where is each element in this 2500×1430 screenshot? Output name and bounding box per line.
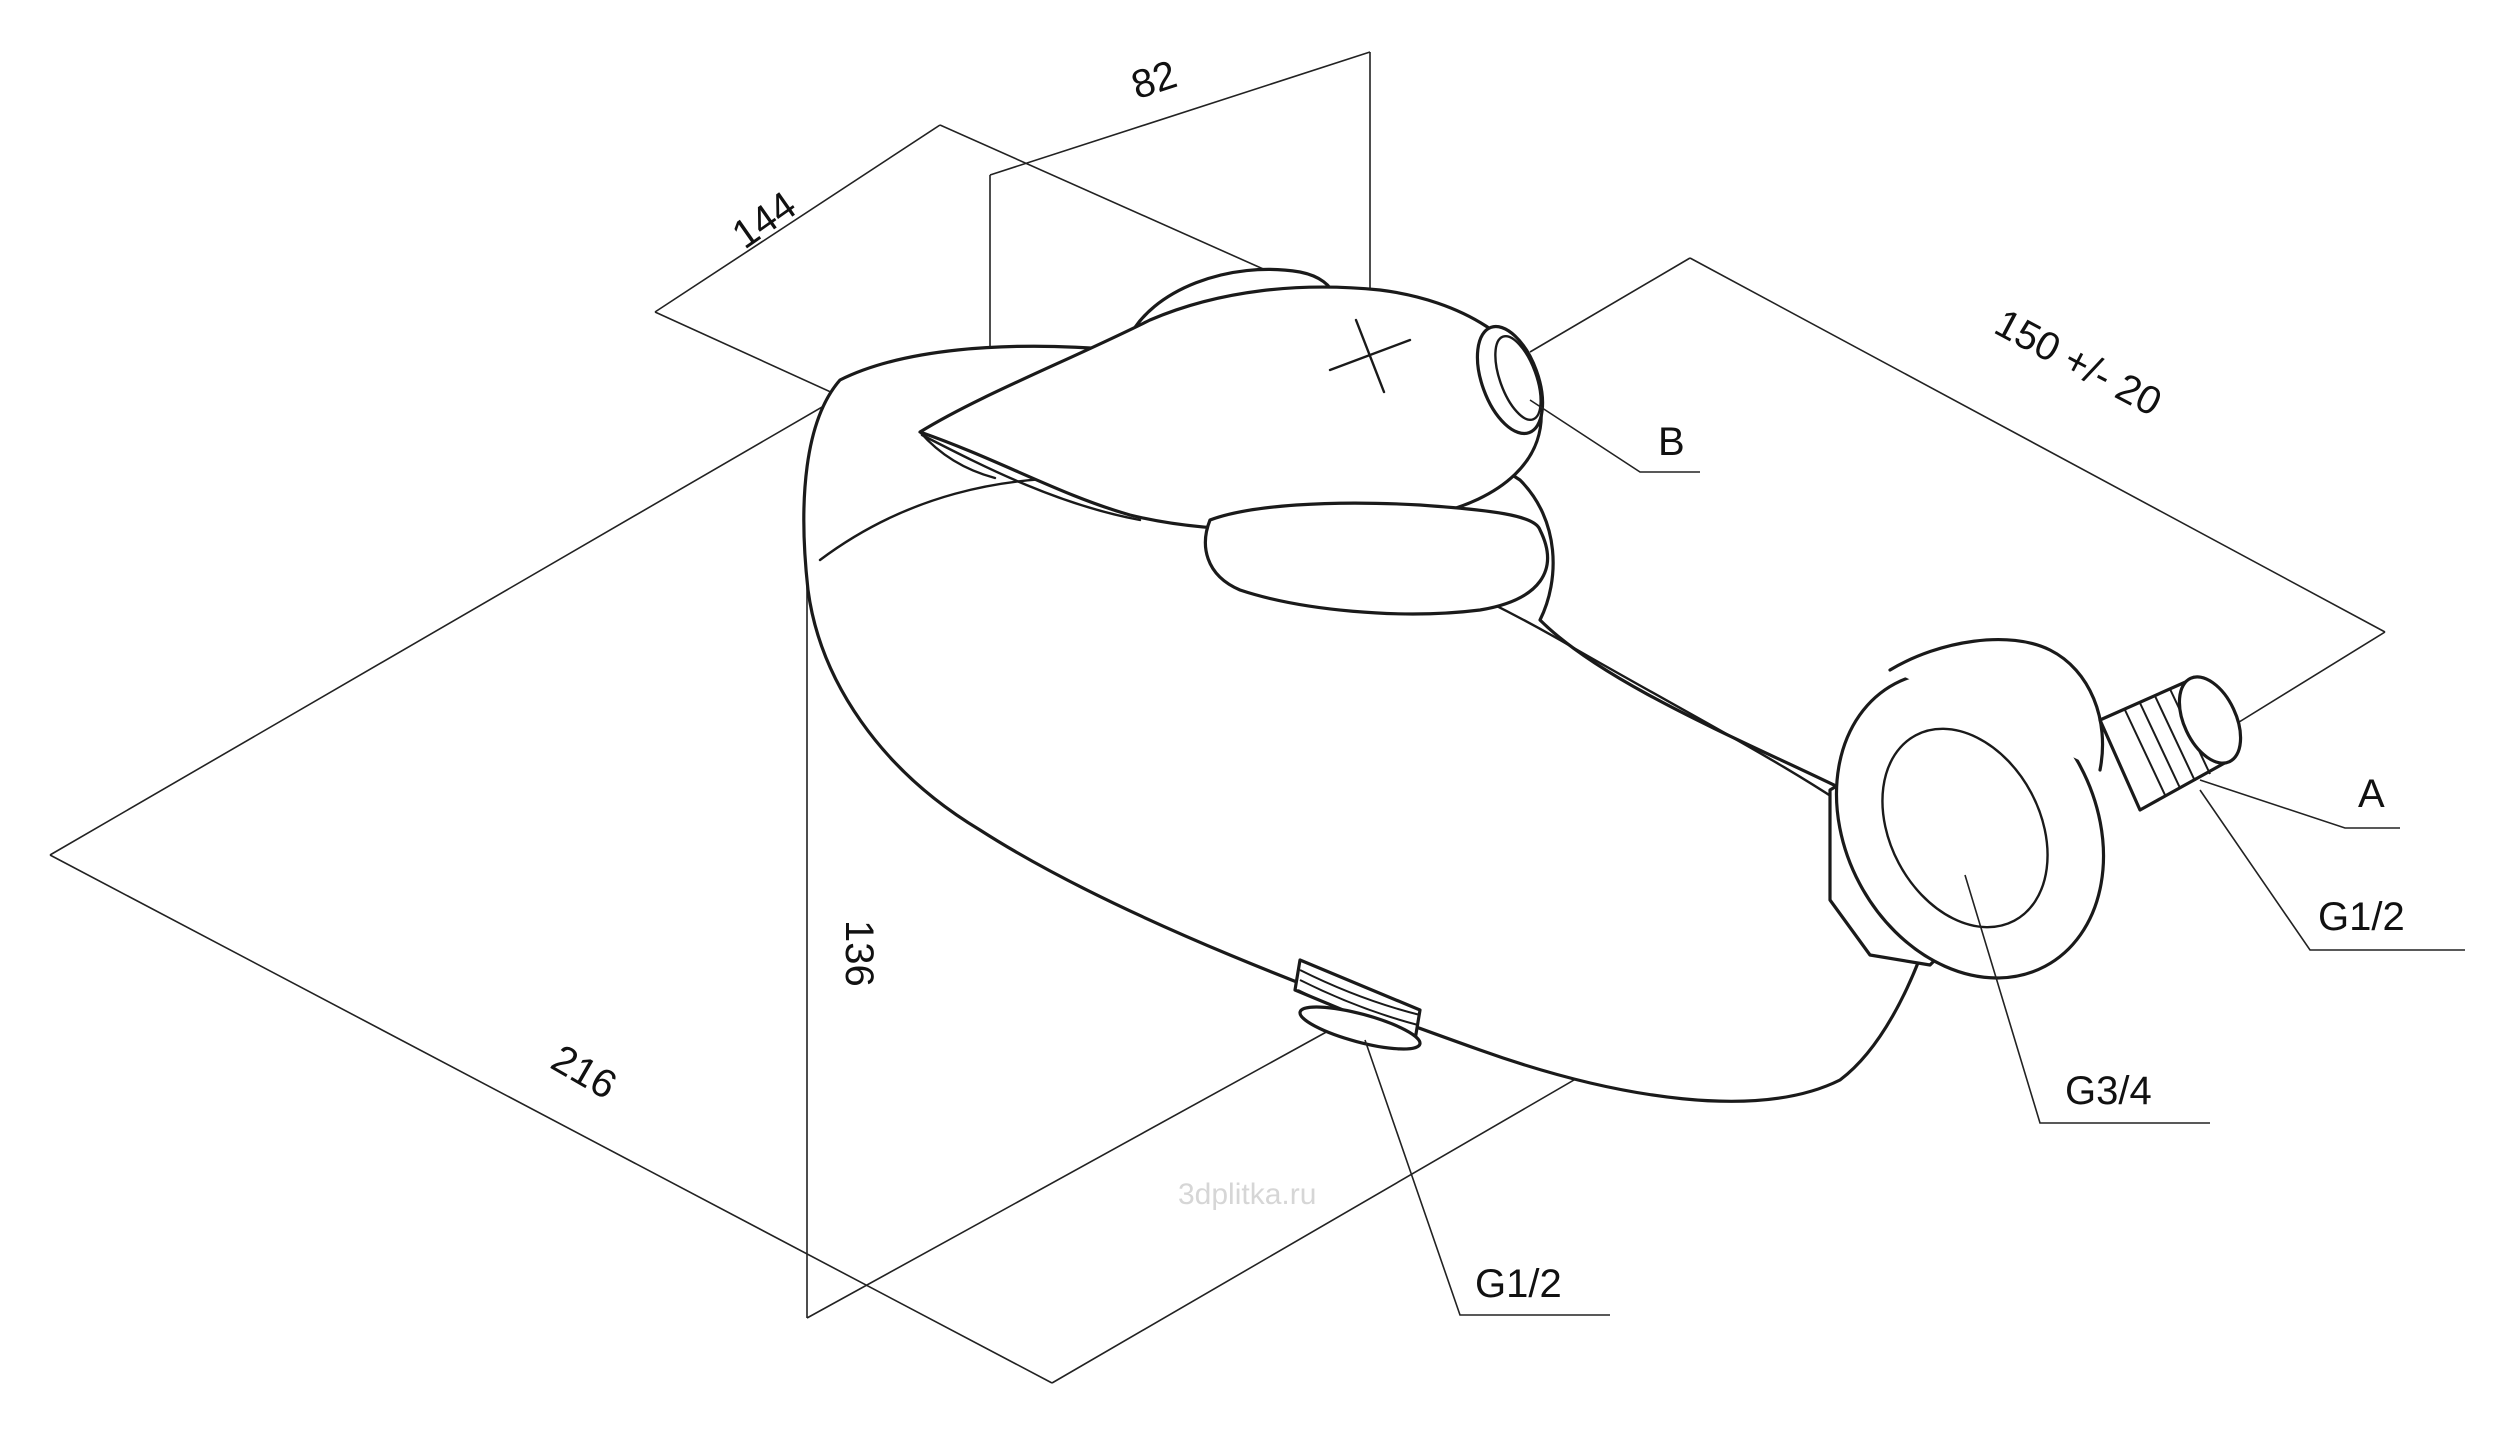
dimension-label-150: 150 +/- 20 <box>1988 301 2169 425</box>
dimension-label-136: 136 <box>837 920 881 987</box>
bottom-outlet <box>1293 958 1422 1051</box>
watermark: 3dplitka.ru <box>1178 1178 1316 1211</box>
dimension-label-216: 216 <box>544 1037 624 1108</box>
callout-label-b: B <box>1658 420 1685 464</box>
callout-label-a: A <box>2358 772 2385 816</box>
leader-lines <box>1364 399 2465 1316</box>
callout-label-g34: G3/4 <box>2065 1069 2152 1113</box>
eccentric-connection <box>1828 637 2243 980</box>
faucet-body <box>802 267 1942 1103</box>
callout-label-g12-bottom: G1/2 <box>1475 1262 1562 1306</box>
callout-label-g12-right: G1/2 <box>2318 895 2405 939</box>
dimension-lines <box>49 51 2386 1384</box>
dimension-label-82: 82 <box>1126 52 1182 108</box>
dimension-label-144: 144 <box>724 183 804 257</box>
